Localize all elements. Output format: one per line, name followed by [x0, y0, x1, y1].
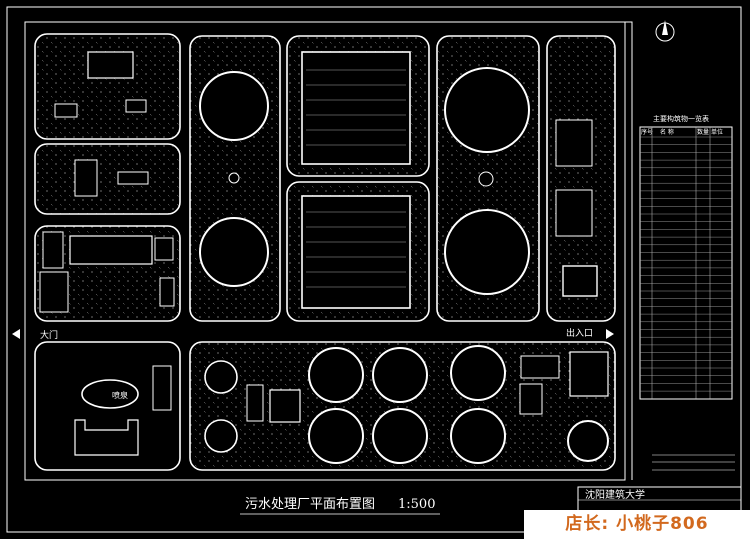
tank-b-5	[308, 408, 364, 464]
block-workshop	[34, 143, 181, 215]
tank-circle-1	[199, 71, 269, 141]
building-dewater-2	[555, 189, 593, 237]
tank-b-7	[450, 345, 506, 401]
block-dewatering	[546, 35, 616, 322]
table-header-index: 序号	[641, 128, 653, 136]
tank-circle-4	[444, 209, 530, 295]
block-office	[34, 33, 181, 140]
tank-b-4	[372, 347, 428, 403]
structure-table-title: 主要构筑物一览表	[653, 114, 709, 123]
building-b-5	[519, 383, 543, 415]
gate-arrow-right	[606, 329, 614, 339]
tank-b-3	[308, 347, 364, 403]
exit-label: 出入口	[566, 327, 593, 339]
building-b-2	[269, 389, 301, 423]
building-b-4	[569, 351, 609, 397]
boundary-right-extension	[625, 21, 633, 480]
building-u-shape	[74, 419, 139, 456]
building-b-3	[520, 355, 560, 379]
table-header-qty: 数量	[697, 128, 709, 136]
structure-table-rows	[640, 136, 732, 392]
tank-b-9	[567, 420, 609, 462]
fountain-label: 喷泉	[112, 390, 128, 400]
drawing-title: 污水处理厂平面布置图	[245, 497, 375, 512]
building-office	[87, 51, 134, 79]
building-dewater-1	[555, 119, 593, 167]
pump-small	[228, 172, 240, 184]
building-b-1	[246, 384, 264, 422]
tank-circle-2	[199, 217, 269, 287]
tank-circle-3	[444, 67, 530, 153]
building-small-1	[54, 103, 78, 118]
fountain	[81, 379, 139, 409]
main-gate-label: 大门	[40, 329, 58, 341]
school-name: 沈阳建筑大学	[585, 488, 645, 501]
building-b	[69, 235, 153, 265]
structure-table-header: 序号 名 称 数量 单位	[641, 128, 723, 136]
structure-table	[639, 126, 733, 400]
building-small-2	[125, 99, 147, 113]
block-secondary	[189, 341, 616, 471]
building-garage	[117, 171, 149, 185]
site-boundary	[24, 21, 626, 481]
tank-rect-2	[301, 195, 411, 309]
tank-b-2	[204, 419, 238, 453]
watermark: 店长: 小桃子806	[524, 510, 750, 539]
tank-b-6	[372, 408, 428, 464]
structure-table-grid	[651, 127, 711, 399]
drawing-frame	[6, 6, 742, 533]
building-workshop	[74, 159, 98, 197]
pump-small-2	[478, 171, 494, 187]
drawing-scale: 1:500	[398, 497, 435, 512]
table-header-unit: 单位	[711, 128, 723, 136]
building-dewater-3	[562, 265, 598, 297]
tank-rect-1	[301, 51, 411, 165]
tank-b-1	[204, 360, 238, 394]
building-g	[152, 365, 172, 411]
building-c	[154, 237, 174, 261]
gate-arrow-left	[12, 329, 20, 339]
tank-b-8	[450, 408, 506, 464]
north-arrow-icon	[655, 20, 675, 42]
building-e	[159, 277, 175, 307]
table-header-name: 名 称	[660, 128, 674, 136]
building-a	[42, 231, 64, 269]
building-d	[39, 271, 69, 313]
